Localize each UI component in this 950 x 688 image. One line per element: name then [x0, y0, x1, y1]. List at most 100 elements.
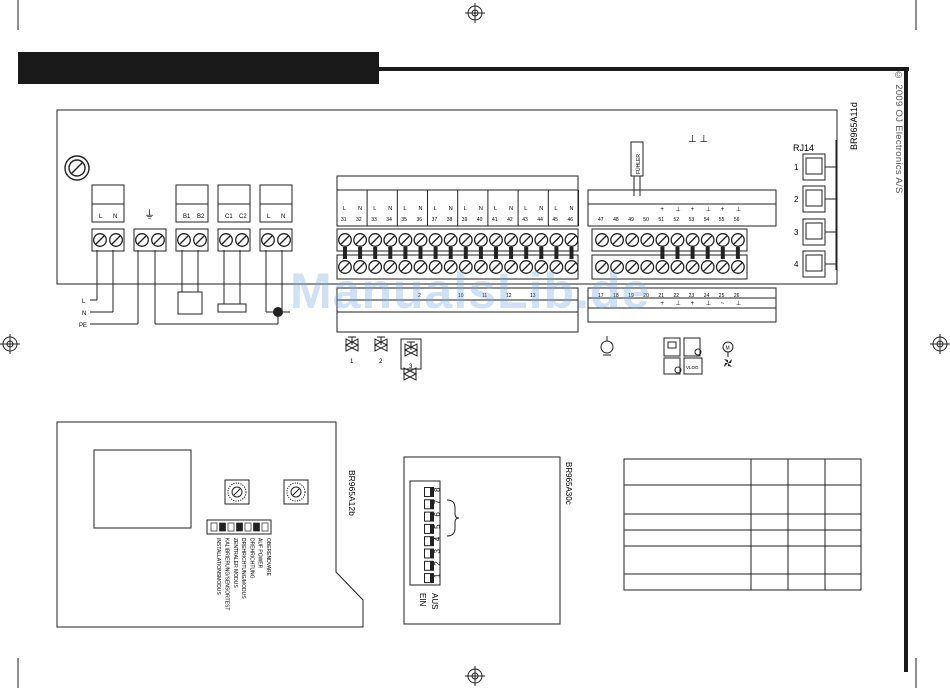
screw-terminal: [443, 233, 458, 247]
terminal-top-label: N: [570, 206, 574, 212]
rj-port-number: 4: [794, 260, 799, 269]
terminal-top-label: N: [358, 206, 362, 212]
terminal-number: 55: [719, 217, 725, 223]
screw-terminal: [458, 233, 473, 247]
bottom-left-code: BR965A12b: [347, 470, 357, 516]
screw-terminal: [730, 233, 745, 247]
screw-terminal: [383, 260, 398, 274]
watermark: ManualsLib.de: [290, 263, 651, 319]
screw-terminal: [93, 233, 107, 247]
terminal-number: 56: [734, 217, 740, 223]
terminal-number: 33: [371, 217, 377, 223]
screw-terminal: [413, 260, 428, 274]
terminal-number: 36: [417, 217, 423, 223]
switch-panel-outline: [403, 456, 561, 625]
terminal-sign: ⊥: [736, 300, 741, 307]
screw-terminal: [670, 233, 685, 247]
top-code: BR965A11d: [849, 102, 859, 150]
block-label: L: [99, 214, 103, 220]
screw-terminal: [368, 233, 383, 247]
terminal-number: 35: [401, 217, 407, 223]
terminal-number: 19: [628, 293, 634, 299]
thermometer-icon: [600, 336, 614, 356]
screw-terminal: [489, 233, 503, 247]
valve-label: 1: [350, 359, 354, 365]
terminal-number: 26: [734, 293, 740, 299]
block-label: B2: [197, 214, 205, 220]
fuhler-label: FÜHLER: [635, 154, 642, 174]
terminal-number: 53: [689, 217, 695, 223]
valve-label: 2: [379, 359, 383, 365]
panel-outline: [56, 421, 364, 628]
block-label: L: [267, 214, 271, 220]
bracket-icon: [446, 499, 460, 537]
terminal-number: 38: [447, 217, 453, 223]
terminal-top-label: L: [464, 206, 467, 212]
terminal-number: 18: [613, 293, 619, 299]
dip-label: INSTALLATIONSMODUS: [215, 538, 221, 595]
screw-terminal: [655, 233, 670, 247]
terminal-top-label: N: [539, 206, 543, 212]
screw-terminal: [177, 233, 191, 247]
dip-label: OBERENDVARE: [265, 538, 271, 577]
switch-number: 5: [433, 524, 442, 529]
screw-terminal: [700, 260, 715, 274]
lower-terminal-number: 10: [458, 293, 464, 299]
terminal-number: 43: [522, 217, 528, 223]
dip-label: DREHRICHTUNG/MODUS: [240, 538, 246, 599]
dip-label: ZENTRALER MODUS: [232, 538, 238, 588]
rj-port-number: 3: [794, 228, 799, 237]
screw-terminal: [135, 233, 149, 247]
no-entry-icon: [64, 155, 90, 181]
screw-terminal: [715, 260, 730, 274]
screw-terminal: [564, 233, 579, 247]
block-label: N: [113, 214, 117, 220]
dip-label: DREHRICHTUNG: [248, 538, 254, 579]
block-label: N: [281, 214, 285, 220]
screw-terminal: [534, 233, 549, 247]
terminal-top-label: L: [554, 206, 557, 212]
room-unit-icons: [663, 337, 703, 375]
terminal-sign: +: [691, 207, 695, 213]
terminal-top-label: L: [494, 206, 497, 212]
right-terminal-bank: 47174818491950205121++5222⊥⊥5323++5424⊥⊥…: [591, 206, 748, 307]
terminal-number: 45: [552, 217, 558, 223]
terminal-sign: ⊥: [676, 206, 681, 213]
terminal-number: 22: [674, 293, 680, 299]
valve-icons: 1 2 3: [344, 336, 422, 381]
terminal-number: 47: [598, 217, 604, 223]
terminal-number: 42: [507, 217, 513, 223]
terminal-top-label: N: [479, 206, 483, 212]
screw-terminal: [398, 233, 413, 247]
block-label: C2: [239, 214, 247, 220]
screw-terminal: [193, 233, 207, 247]
copyright-text: © 2009 OJ Electronics A/S: [893, 70, 904, 194]
screw-terminal: [595, 233, 609, 247]
terminal-top-label: L: [373, 206, 376, 212]
screw-terminal: [730, 260, 745, 274]
switch-number: 7: [433, 499, 442, 504]
screw-terminal: [428, 233, 443, 247]
screw-terminal: [685, 233, 700, 247]
terminal-top-label: N: [388, 206, 392, 212]
screw-terminal: [353, 260, 368, 274]
terminal-number: 52: [674, 217, 680, 223]
switch-number: 6: [433, 512, 442, 517]
screw-terminal: [549, 233, 564, 247]
screw-terminal: [383, 233, 398, 247]
screw-terminal: [151, 233, 165, 247]
valve-label: 3: [409, 364, 413, 370]
rj-port-number: 1: [794, 163, 799, 172]
dip-label: KALIBRIERUNG/SENSORTEST: [224, 538, 230, 610]
terminal-sign: ⊥: [706, 206, 711, 213]
junction-dot: [273, 307, 283, 317]
screw-terminal: [353, 233, 368, 247]
crosshair-left-icon: [0, 334, 20, 354]
screw-terminal: [685, 260, 700, 274]
screw-terminal: [595, 260, 609, 274]
terminal-sign: +: [721, 207, 725, 213]
